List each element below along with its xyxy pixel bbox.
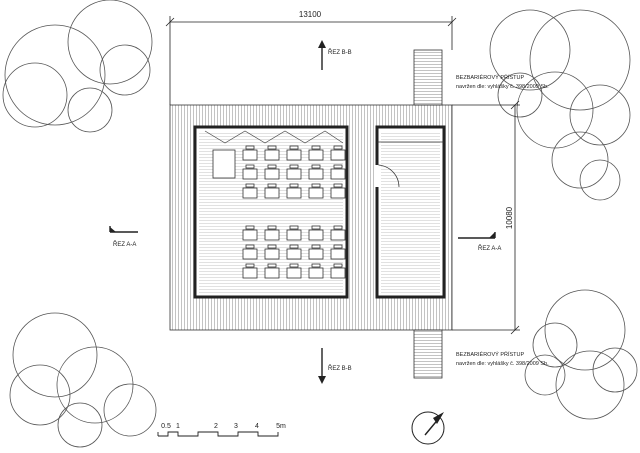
dimension-depth <box>452 100 520 335</box>
student-desk <box>308 229 324 241</box>
note-top-text: navržen dle: vyhlášky č. 398/2009 Sb. <box>456 84 549 90</box>
student-desk <box>264 267 280 279</box>
chair <box>267 225 277 230</box>
depth-dimension-label: 10080 <box>505 206 514 229</box>
width-dimension-label: 13100 <box>299 10 322 19</box>
scale-bar-label: 0.5 <box>161 423 171 430</box>
student-desk <box>286 229 302 241</box>
chair <box>333 183 343 188</box>
student-desk <box>330 168 346 180</box>
scale-bar-label: 1 <box>176 423 180 430</box>
student-desk <box>264 168 280 180</box>
student-desk <box>286 267 302 279</box>
student-desk <box>242 248 258 260</box>
note-top-title: BEZBARIÉROVÝ PŘÍSTUP <box>456 73 524 81</box>
student-desk <box>242 229 258 241</box>
student-desk <box>286 248 302 260</box>
chair <box>333 263 343 268</box>
section-marker-b-top <box>318 40 326 70</box>
chair <box>289 145 299 150</box>
chair <box>267 263 277 268</box>
storage-room <box>375 125 446 299</box>
student-desk <box>264 149 280 161</box>
student-desk <box>330 229 346 241</box>
chair <box>311 164 321 169</box>
dimension-width <box>165 16 457 105</box>
chair <box>289 183 299 188</box>
chair <box>245 183 255 188</box>
student-desk <box>264 187 280 199</box>
chair <box>333 225 343 230</box>
student-desk <box>330 187 346 199</box>
scale-bar <box>157 431 279 437</box>
chair <box>289 263 299 268</box>
chair <box>311 145 321 150</box>
student-desk <box>308 168 324 180</box>
student-desks <box>242 145 346 279</box>
chair <box>245 145 255 150</box>
chair <box>267 183 277 188</box>
student-desk <box>330 149 346 161</box>
chair <box>311 183 321 188</box>
chair <box>267 164 277 169</box>
chair <box>245 244 255 249</box>
section-marker-a-left <box>109 226 138 233</box>
north-arrow-icon <box>411 411 445 445</box>
student-desk <box>286 168 302 180</box>
chair <box>245 164 255 169</box>
section-label-a-left: ŘEZ A-A <box>113 240 136 248</box>
student-desk <box>286 187 302 199</box>
scale-bar-labels: 0.5 1 2 3 4 5m <box>161 423 286 430</box>
note-bottom-title: BEZBARIÉROVÝ PŘÍSTUP <box>456 350 524 358</box>
student-desk <box>242 168 258 180</box>
section-label-b-top: ŘEZ B-B <box>328 48 352 56</box>
chair <box>289 164 299 169</box>
chair <box>289 244 299 249</box>
student-desk <box>286 149 302 161</box>
student-desk <box>264 229 280 241</box>
note-bottom-text: navržen dle: vyhlášky č. 398/2009 Sb. <box>456 361 549 367</box>
student-desk <box>242 149 258 161</box>
ramp-bottom <box>413 329 443 379</box>
chair <box>333 145 343 150</box>
chair <box>245 225 255 230</box>
chair <box>333 244 343 249</box>
tree-right-mid-icon <box>551 131 621 201</box>
chair <box>267 145 277 150</box>
student-desk <box>264 248 280 260</box>
classroom <box>193 125 349 299</box>
chair <box>245 263 255 268</box>
scale-bar-label: 5m <box>276 423 286 430</box>
student-desk <box>242 187 258 199</box>
section-marker-a-right <box>458 232 496 239</box>
student-desk <box>330 248 346 260</box>
chair <box>267 244 277 249</box>
ramp-top <box>413 49 443 106</box>
student-desk <box>242 267 258 279</box>
tree-bottom-right-icon <box>524 289 638 420</box>
student-desk <box>308 267 324 279</box>
chair <box>289 225 299 230</box>
chair <box>311 263 321 268</box>
scale-bar-label: 3 <box>234 423 238 430</box>
chair <box>311 225 321 230</box>
tree-top-left-icon <box>2 0 153 133</box>
student-desk <box>330 267 346 279</box>
scale-bar-label: 4 <box>255 423 259 430</box>
tree-bottom-left-icon <box>9 312 157 448</box>
student-desk <box>308 248 324 260</box>
student-desk <box>308 187 324 199</box>
section-label-b-bottom: ŘEZ B-B <box>328 364 352 372</box>
section-label-a-right: ŘEZ A-A <box>478 244 501 252</box>
chair <box>333 164 343 169</box>
student-desk <box>308 149 324 161</box>
scale-bar-label: 2 <box>214 423 218 430</box>
section-marker-b-bottom <box>318 348 326 384</box>
chair <box>311 244 321 249</box>
